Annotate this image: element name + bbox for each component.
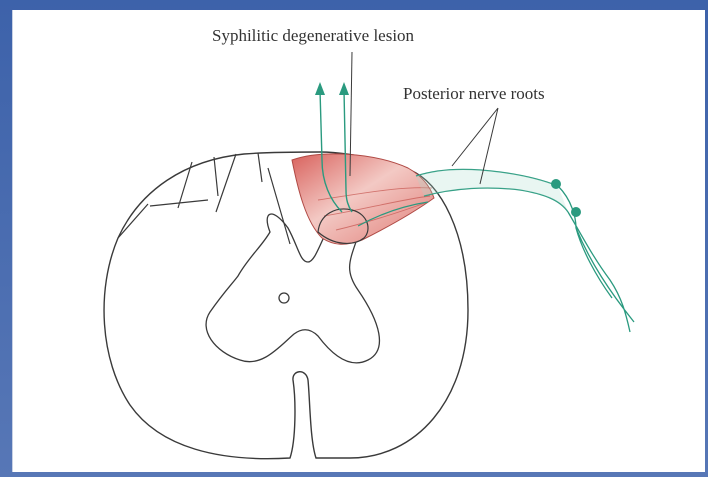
arrow-up-icon — [315, 82, 325, 95]
arrow-up-icon — [339, 82, 349, 95]
nerve-roots-label: Posterior nerve roots — [403, 84, 545, 104]
ganglion-dot-icon — [551, 179, 561, 189]
peripheral-nerve — [558, 186, 634, 332]
lesion-label: Syphilitic degenerative lesion — [212, 26, 414, 46]
ganglion-dot-icon — [571, 207, 581, 217]
